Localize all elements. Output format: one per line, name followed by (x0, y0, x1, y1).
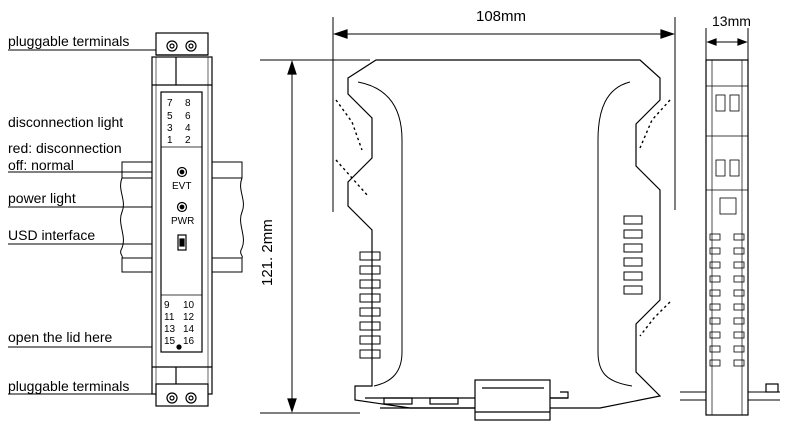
din-clip (365, 379, 569, 421)
pwr-label: PWR (171, 216, 194, 227)
pin-label: 5 (167, 111, 173, 122)
dim-width-label: 108mm (476, 8, 526, 25)
depth-housing (705, 59, 749, 416)
pin-label: 9 (164, 300, 170, 311)
side-housing (347, 59, 662, 409)
evt-label: EVT (172, 181, 191, 192)
label-off-normal: off: normal (8, 157, 74, 173)
pin-label: 12 (183, 312, 195, 323)
dim-depth-label: 13mm (712, 13, 751, 29)
pin-label: 10 (183, 300, 195, 311)
pin-label: 14 (183, 324, 195, 335)
pin-label: 1 (167, 135, 173, 146)
evt-led-icon (176, 166, 188, 178)
top-terminal-block (155, 32, 209, 56)
side-view (260, 17, 676, 421)
depth-vent-slots (709, 233, 745, 367)
pin-label: 11 (164, 312, 175, 323)
pin-label: 3 (167, 123, 173, 134)
lid-notch-icon (176, 344, 182, 350)
top-pin-numbers: 7 8 5 6 3 4 1 2 (167, 98, 191, 146)
pin-label: 6 (185, 111, 191, 122)
face-plate (160, 91, 203, 353)
label-open-lid: open the lid here (8, 329, 113, 345)
pin-label: 13 (164, 324, 176, 335)
dim-height-label: 121. 2mm (259, 219, 276, 286)
bottom-pin-numbers: 9 10 11 12 13 14 15 16 (164, 300, 195, 347)
depth-view (680, 28, 780, 416)
label-pluggable-terminals-bottom: pluggable terminals (8, 378, 130, 394)
label-usd-interface: USD interface (8, 227, 96, 243)
pin-label: 7 (167, 98, 173, 109)
screw-icon (185, 392, 197, 404)
usb-port-icon (177, 234, 187, 251)
label-red-disconnection: red: disconnection (8, 140, 122, 156)
pin-label: 8 (185, 98, 191, 109)
left-vent-ribs (359, 251, 381, 359)
pin-label: 4 (185, 123, 191, 134)
screw-icon (166, 392, 178, 404)
screw-icon (185, 40, 197, 52)
bottom-terminal-block (155, 383, 209, 407)
label-disconnection-light: disconnection light (8, 114, 124, 130)
label-power-light: power light (8, 190, 76, 206)
pin-label: 2 (185, 135, 191, 146)
screw-icon (166, 40, 178, 52)
pin-label: 15 (164, 336, 176, 347)
label-pluggable-terminals-top: pluggable terminals (8, 33, 130, 49)
pin-label: 16 (183, 336, 195, 347)
terminal-contours (335, 99, 671, 337)
front-view (8, 32, 244, 407)
right-vent-ribs (623, 215, 643, 295)
pwr-led-icon (176, 201, 188, 213)
